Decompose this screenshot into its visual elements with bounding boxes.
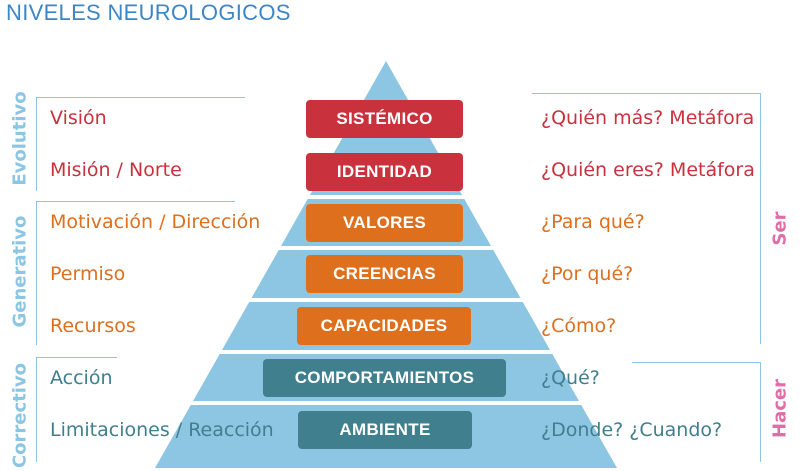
right-text-por-que: ¿Por qué?	[541, 263, 634, 285]
bracket-ser	[532, 93, 761, 344]
left-text-vision: Visión	[50, 107, 107, 129]
level-box-ambiente: AMBIENTE	[298, 411, 472, 449]
level-box-identidad: IDENTIDAD	[306, 153, 463, 191]
right-text-como: ¿Cómo?	[541, 315, 617, 337]
right-text-para-que: ¿Para qué?	[541, 211, 645, 233]
right-text-donde-cuando: ¿Donde? ¿Cuando?	[541, 419, 723, 441]
left-text-accion: Acción	[50, 367, 113, 389]
right-text-que: ¿Qué?	[541, 367, 600, 389]
level-box-valores: VALORES	[306, 204, 463, 242]
left-text-recursos: Recursos	[50, 315, 136, 337]
left-text-motivacion: Motivación / Dirección	[50, 211, 261, 233]
right-text-quien-mas: ¿Quién más? Metáfora	[541, 107, 755, 129]
bracket-evolutivo	[36, 97, 245, 191]
group-label-evolutivo: Evolutivo	[9, 91, 31, 186]
level-box-sistemico: SISTÉMICO	[306, 100, 463, 138]
level-box-comportamientos: COMPORTAMIENTOS	[263, 359, 506, 397]
group-label-correctivo: Correctivo	[9, 362, 31, 469]
group-label-generativo: Generativo	[9, 215, 31, 328]
page-title: NIVELES NEUROLOGICOS	[6, 0, 291, 25]
group-label-hacer: Hacer	[769, 379, 791, 438]
bracket-generativo	[36, 201, 235, 345]
left-text-permiso: Permiso	[50, 263, 126, 285]
bracket-hacer	[632, 362, 761, 462]
bracket-correctivo	[36, 357, 117, 462]
level-box-capacidades: CAPACIDADES	[297, 307, 471, 345]
right-text-quien-eres: ¿Quién eres? Metáfora	[541, 159, 755, 181]
level-box-creencias: CREENCIAS	[306, 255, 463, 293]
group-label-ser: Ser	[769, 211, 791, 246]
left-text-limitaciones: Limitaciones / Reacción	[50, 419, 274, 441]
left-text-mision: Misión / Norte	[50, 159, 182, 181]
